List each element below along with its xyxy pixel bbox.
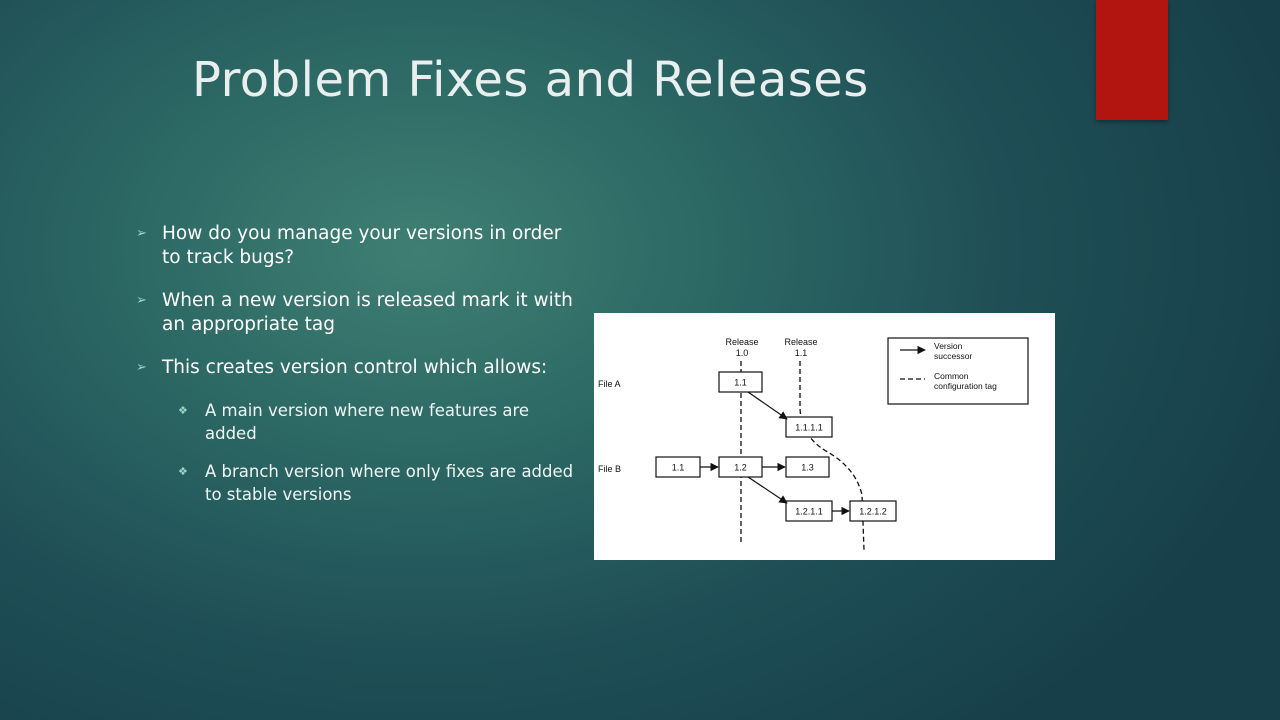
bullet-item: ➢ How do you manage your versions in ord…	[136, 222, 576, 270]
version-diagram-svg: Release 1.0 Release 1.1 File A File B 1.…	[598, 337, 1029, 551]
version-node	[718, 371, 763, 393]
legend-label: successor	[934, 351, 972, 361]
bullet-item: ➢ This creates version control which all…	[136, 356, 576, 380]
row-label: File B	[598, 464, 621, 474]
diamond-bullet-icon: ❖	[178, 465, 188, 478]
diamond-bullet-icon: ❖	[178, 404, 188, 417]
version-label: 1.3	[801, 463, 814, 473]
sub-bullet-item: ❖ A main version where new features are …	[178, 399, 576, 445]
legend-label: Version	[934, 341, 963, 351]
arrow-bullet-icon: ➢	[136, 226, 147, 241]
sub-bullet-text: A main version where new features are ad…	[205, 401, 530, 443]
release-label: Release	[725, 337, 758, 347]
version-diagram: Release 1.0 Release 1.1 File A File B 1.…	[594, 313, 1055, 560]
version-label: 1.1	[672, 463, 685, 473]
bullet-text: This creates version control which allow…	[162, 357, 548, 378]
version-node	[785, 456, 830, 478]
legend-box	[887, 337, 1029, 405]
version-label: 1.2.1.1	[795, 507, 823, 517]
release-number: 1.1	[795, 348, 808, 358]
version-node	[849, 500, 897, 522]
version-label: 1.2	[734, 463, 747, 473]
sub-bullet-text: A branch version where only fixes are ad…	[205, 462, 574, 504]
legend-label: configuration tag	[934, 381, 997, 391]
bullet-text: When a new version is released mark it w…	[162, 290, 573, 335]
bullet-list: ➢ How do you manage your versions in ord…	[136, 222, 576, 521]
release-tag-line	[799, 361, 865, 551]
accent-bar	[1096, 0, 1168, 120]
slide-title: Problem Fixes and Releases	[192, 52, 869, 108]
bullet-text: How do you manage your versions in order…	[162, 223, 562, 268]
release-number: 1.0	[736, 348, 749, 358]
diagram-legend: Version successor Common configuration t…	[887, 337, 1029, 405]
release-label: Release	[784, 337, 817, 347]
legend-label: Common	[934, 371, 969, 381]
version-label: 1.1.1.1	[795, 423, 823, 433]
successor-arrow	[747, 476, 788, 504]
successor-arrow	[747, 391, 788, 420]
arrow-bullet-icon: ➢	[136, 360, 147, 375]
version-node	[785, 416, 833, 438]
sub-bullet-item: ❖ A branch version where only fixes are …	[178, 460, 576, 506]
version-label: 1.2.1.2	[859, 507, 887, 517]
version-label: 1.1	[734, 378, 747, 388]
arrow-bullet-icon: ➢	[136, 293, 147, 308]
bullet-item: ➢ When a new version is released mark it…	[136, 289, 576, 337]
row-label: File A	[598, 379, 621, 389]
